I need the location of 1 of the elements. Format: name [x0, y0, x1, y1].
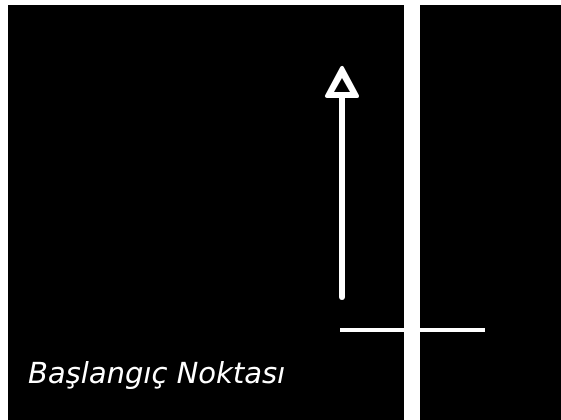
start-point-label: Başlangıç Noktası — [28, 356, 286, 390]
